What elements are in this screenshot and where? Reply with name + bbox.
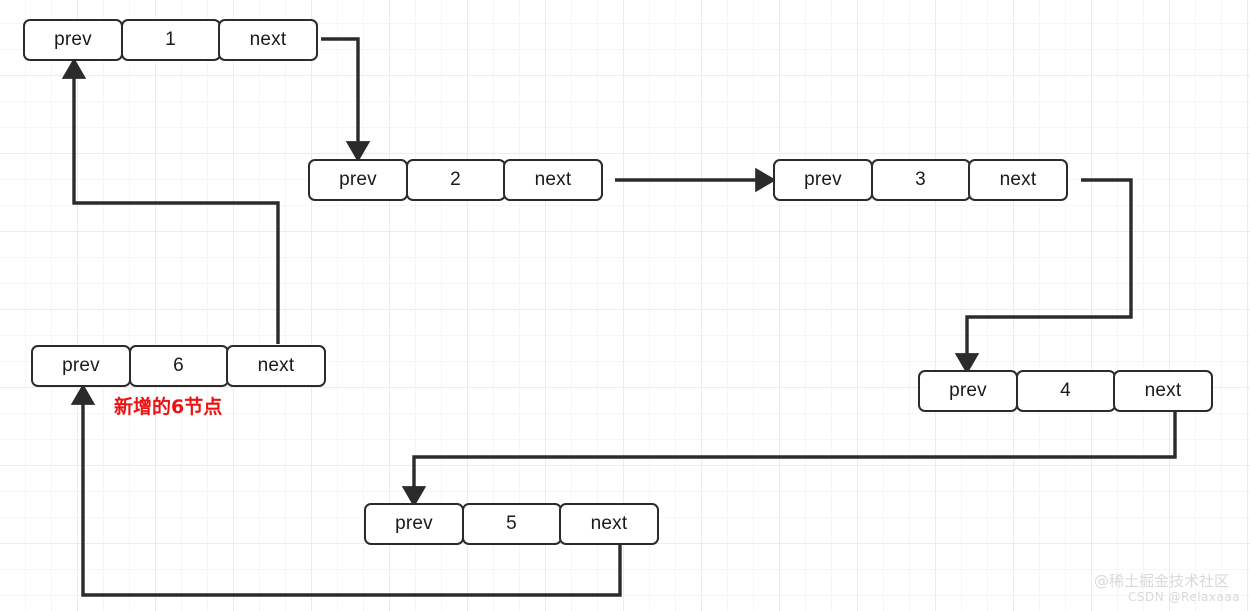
list-node-5[interactable]: prev 5 next: [364, 503, 659, 545]
node-3-next-cell[interactable]: next: [968, 159, 1068, 201]
edge-3-next-to-4-prev: [954, 178, 1133, 375]
edge-1-next-to-2-prev: [321, 37, 371, 163]
list-node-6[interactable]: prev 6 next: [31, 345, 326, 387]
node-6-value-cell[interactable]: 6: [128, 345, 229, 387]
node-6-prev-cell[interactable]: prev: [31, 345, 131, 387]
edge-4-next-to-5-prev: [401, 412, 1177, 508]
node-2-value-cell[interactable]: 2: [405, 159, 506, 201]
edge-6-next-to-1-prev: [61, 57, 280, 344]
new-node-annotation: 新增的6节点: [114, 396, 223, 418]
node-4-prev-cell[interactable]: prev: [918, 370, 1018, 412]
node-3-value-cell[interactable]: 3: [870, 159, 971, 201]
node-5-value-cell[interactable]: 5: [461, 503, 562, 545]
node-1-next-cell[interactable]: next: [218, 19, 318, 61]
node-1-value-cell[interactable]: 1: [120, 19, 221, 61]
node-1-prev-cell[interactable]: prev: [23, 19, 123, 61]
list-node-1[interactable]: prev 1 next: [23, 19, 318, 61]
list-node-2[interactable]: prev 2 next: [308, 159, 603, 201]
edge-5-next-to-6-prev: [70, 383, 622, 597]
node-3-prev-cell[interactable]: prev: [773, 159, 873, 201]
node-4-value-cell[interactable]: 4: [1015, 370, 1116, 412]
watermark-author: CSDN @Relaxaaa: [1128, 590, 1241, 604]
node-5-next-cell[interactable]: next: [559, 503, 659, 545]
node-6-next-cell[interactable]: next: [226, 345, 326, 387]
node-4-next-cell[interactable]: next: [1113, 370, 1213, 412]
node-2-prev-cell[interactable]: prev: [308, 159, 408, 201]
list-node-4[interactable]: prev 4 next: [918, 370, 1213, 412]
list-node-3[interactable]: prev 3 next: [773, 159, 1068, 201]
node-2-next-cell[interactable]: next: [503, 159, 603, 201]
watermark-community: @稀土掘金技术社区: [1094, 572, 1230, 590]
node-5-prev-cell[interactable]: prev: [364, 503, 464, 545]
